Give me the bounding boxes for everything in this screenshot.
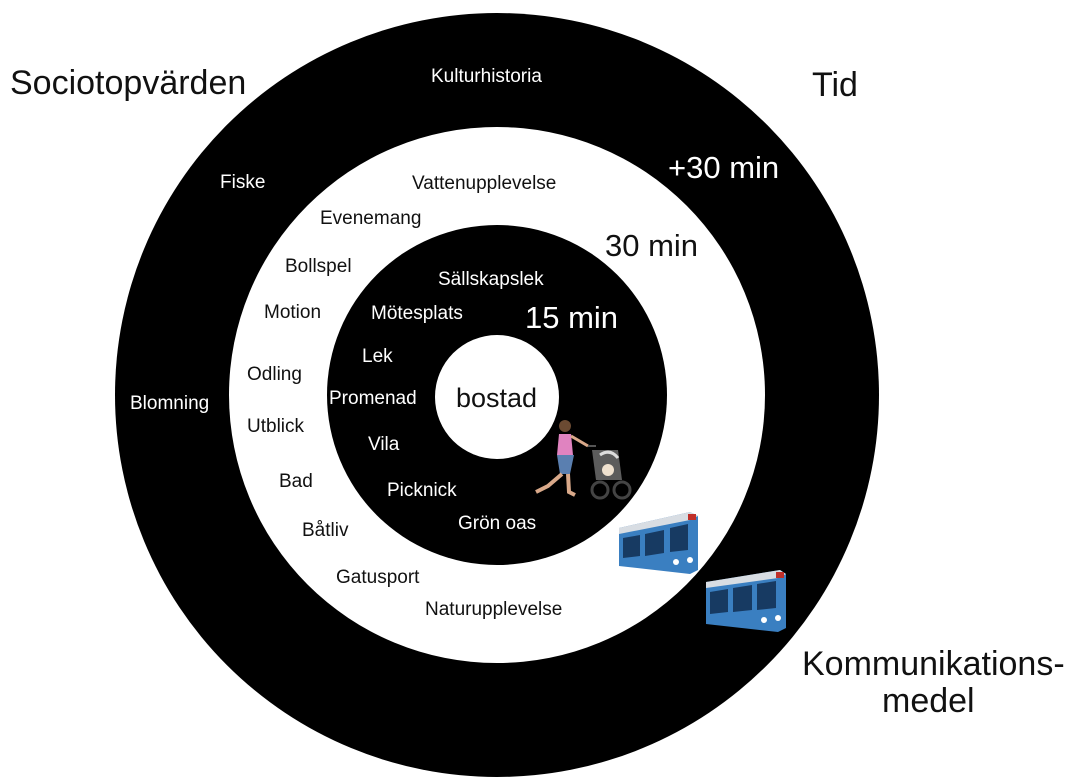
inner-value: Grön oas bbox=[458, 513, 536, 534]
inner-value: Lek bbox=[362, 346, 393, 367]
middle-value: Odling bbox=[247, 364, 302, 385]
middle-value: Båtliv bbox=[302, 520, 349, 541]
title-kommunikationsmedel-line1: Kommunikations- bbox=[802, 645, 1065, 683]
title-tid: Tid bbox=[812, 66, 858, 104]
inner-value: Sällskapslek bbox=[438, 269, 544, 290]
title-sociotopvarden: Sociotopvärden bbox=[10, 64, 246, 102]
inner-value: Picknick bbox=[387, 480, 457, 501]
pedestrian-with-stroller-icon bbox=[535, 420, 632, 500]
inner-value: Promenad bbox=[329, 388, 417, 409]
inner-value: Mötesplats bbox=[371, 303, 463, 324]
time-inner: 15 min bbox=[525, 300, 618, 335]
middle-value: Bad bbox=[279, 471, 313, 492]
time-outer: +30 min bbox=[668, 150, 779, 185]
inner-value: Vila bbox=[368, 434, 400, 455]
middle-value: Utblick bbox=[247, 416, 305, 437]
outer-value: Blomning bbox=[130, 393, 209, 414]
tram-icon bbox=[706, 570, 786, 632]
middle-value: Motion bbox=[264, 302, 321, 323]
middle-value: Vattenupplevelse bbox=[412, 173, 556, 194]
middle-value: Gatusport bbox=[336, 567, 420, 588]
center-circle bbox=[435, 335, 559, 459]
middle-value: Bollspel bbox=[285, 256, 352, 277]
tram-icon bbox=[619, 512, 698, 574]
middle-value: Evenemang bbox=[320, 208, 421, 229]
title-kommunikationsmedel-line2: medel bbox=[882, 682, 975, 720]
time-middle: 30 min bbox=[605, 228, 698, 263]
outer-value: Kulturhistoria bbox=[431, 66, 542, 87]
outer-value: Fiske bbox=[220, 172, 265, 193]
middle-value: Naturupplevelse bbox=[425, 599, 562, 620]
center-label: bostad bbox=[456, 383, 537, 413]
